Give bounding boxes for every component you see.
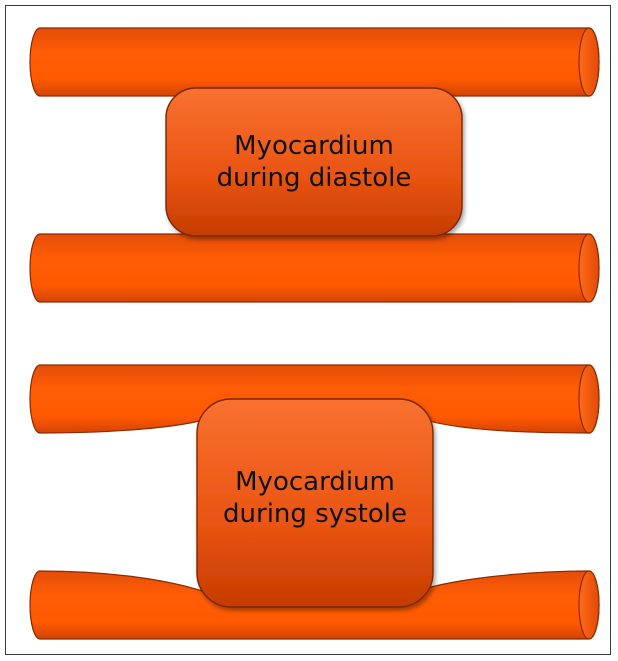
diastole-label-line2: during diastole — [217, 162, 412, 194]
lower-vessel-diastole — [30, 234, 599, 302]
systole-label-line1: Myocardium — [235, 466, 395, 498]
diastole-label: Myocardium during diastole — [166, 120, 462, 204]
diastole-label-line1: Myocardium — [234, 130, 394, 162]
systole-label-line2: during systole — [223, 498, 407, 530]
systole-label: Myocardium during systole — [197, 456, 433, 540]
upper-vessel-diastole — [30, 28, 599, 96]
